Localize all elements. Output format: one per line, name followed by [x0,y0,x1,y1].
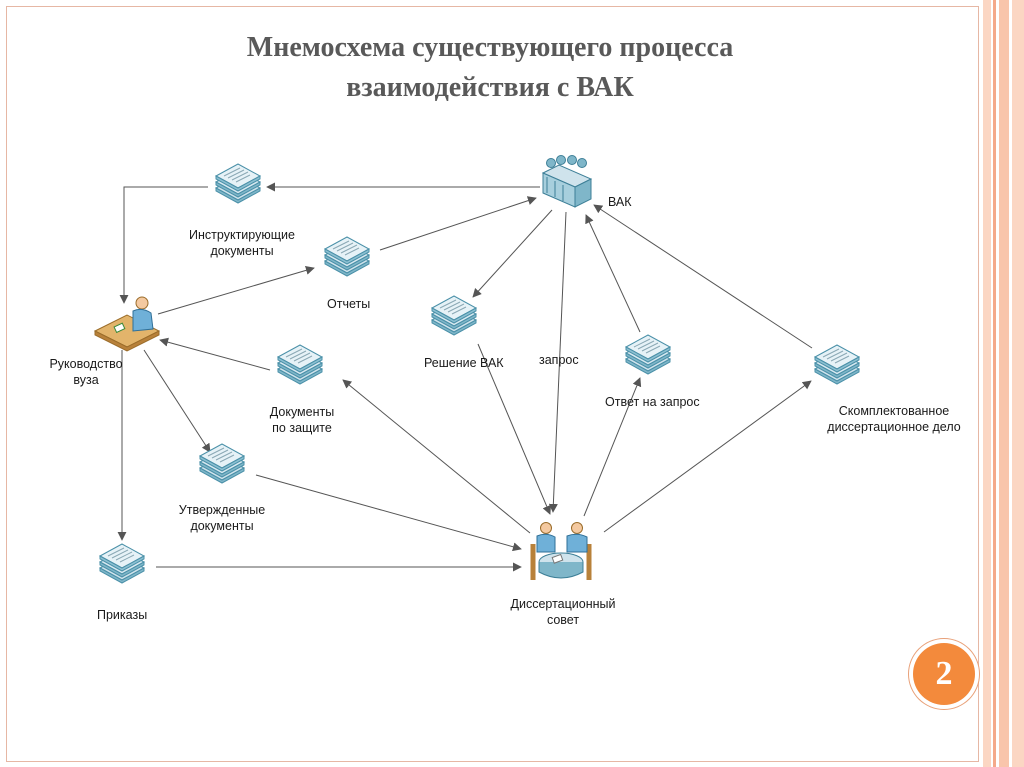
slide-title-line2: взаимодействия с ВАК [346,72,634,103]
decor-stripe [993,0,996,767]
edge-dokumenty-to-rukovodstvo [159,337,271,371]
decor-stripe [999,0,1009,767]
doc-icon-otchety [324,236,370,277]
edge-dissovet-to-otvet [583,377,642,517]
dissovet-label-line2: совет [546,613,580,627]
slide-title: Мнемосхема существующего процесса взаимо… [60,28,920,108]
slide-frame [6,6,979,762]
doc-icon-utverzhdennye [199,443,245,484]
dissovet-label-line1: Диссертационный [510,597,616,611]
rukovodstvo-label-line2: вуза [73,373,99,387]
rukovodstvo-person-icon [93,296,161,352]
edge-dissovet-to-skomplektovannoe [603,380,812,533]
otchety-label: Отчеты [327,297,371,311]
dokumenty-label-line2: по защите [272,421,332,435]
vak-committee-icon [541,155,593,208]
slide-title-line1: Мнемосхема существующего процесса [246,32,734,63]
skomplektovannoe-label-line2: диссертационное дело [827,420,961,434]
doc-icon-dokumenty-po-zashchite [277,344,323,385]
instruktiruyushchie-label-line2: документы [210,244,274,258]
prikazy-label: Приказы [97,608,148,622]
edge-zapros-vak-to-dissovet [548,211,567,513]
edge-reshenie-to-dissovet [477,343,551,515]
vak-label: ВАК [608,195,632,209]
connections [117,182,813,572]
edge-instruktiruyushchie-to-rukovodstvo [119,186,208,304]
page-number-badge: 2 [913,643,975,705]
edge-utverzhdennye-to-dissovet [255,474,522,552]
utverzhdennye-label-line1: Утвержденные [178,503,266,517]
doc-icon-instruktiruyushchie [215,163,261,204]
edge-rukovodstvo-to-otchety [157,265,315,315]
utverzhdennye-label-line2: документы [190,519,254,533]
doc-icon-prikazy [99,543,145,584]
utverzhdennye-label: Утвержденные документы [174,502,270,534]
edge-rukovodstvo-to-utverzhdennye [143,349,211,453]
dissovet-meeting-icon [530,522,592,580]
instruktiruyushchie-label: Инструктирующие документы [180,227,304,259]
edge-skomplektovannoe-to-vak [593,204,813,349]
zapros-label: запрос [539,353,579,367]
doc-icon-reshenie-vak [431,295,477,336]
doc-icon-skomplektovannoe [814,344,860,385]
skomplektovannoe-label-line1: Скомплектованное [838,404,950,418]
instruktiruyushchie-label-line1: Инструктирующие [189,228,295,242]
dokumenty-label-line1: Документы [269,405,335,419]
skomplektovannoe-label: Скомплектованное диссертационное дело [822,403,966,435]
edge-dissovet-to-dokumenty [342,379,531,534]
decor-stripe [983,0,991,767]
doc-icon-otvet-na-zapros [625,334,671,375]
edge-otchety-to-vak [379,196,537,251]
dokumenty-po-zashchite-label: Документы по защите [262,404,342,436]
rukovodstvo-label-line1: Руководство [49,357,123,371]
otvet-na-zapros-label: Ответ на запрос [605,395,700,409]
edge-vak-to-reshenie [472,209,553,298]
reshenie-vak-label: Решение ВАК [424,356,504,370]
edge-otvet-to-vak [585,214,641,333]
dissovet-label: Диссертационный совет [503,596,623,628]
rukovodstvo-label: Руководство вуза [44,356,128,388]
decor-stripe [1012,0,1024,767]
